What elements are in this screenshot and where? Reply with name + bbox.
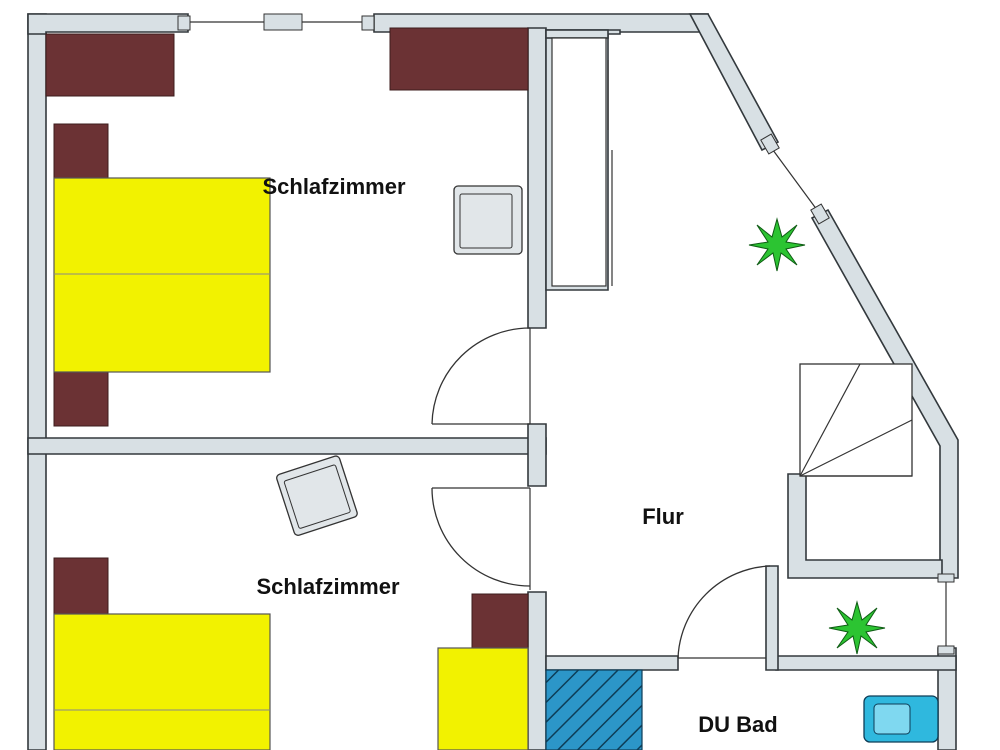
potted-plant-icon — [748, 217, 806, 272]
outer-wall-diagonal-upper — [688, 13, 780, 152]
bathroom-wall-top — [545, 655, 679, 671]
bedroom2-right-wall — [527, 591, 547, 750]
walls — [27, 13, 959, 750]
outer-wall-left — [27, 13, 47, 750]
nightstand-bottom-1 — [53, 557, 109, 615]
dresser-top-left — [45, 33, 175, 97]
stair-wall — [787, 473, 943, 579]
room-label-bedroom-bottom: Schlafzimmer — [256, 574, 399, 599]
closet-interior — [551, 37, 607, 287]
bathroom-fixtures — [545, 669, 939, 750]
armchair-icon — [453, 185, 523, 255]
nightstand-bottom-2 — [471, 593, 529, 649]
single-bed-bottom — [437, 647, 529, 750]
nightstand-top-2 — [53, 371, 109, 427]
bathroom-wall-top-right — [775, 655, 957, 671]
door-bedroom-bottom — [431, 487, 531, 587]
closet-top-shelf — [545, 29, 609, 39]
double-bed-bottom — [53, 613, 271, 750]
room-label-bathroom: DU Bad — [698, 712, 777, 737]
bedroom-bottom-furniture — [53, 455, 529, 750]
closet-wall-left — [527, 27, 547, 329]
door-bedroom-top — [431, 327, 531, 425]
washbasin-icon — [863, 695, 939, 743]
outer-wall-diagonal-lower — [810, 208, 959, 579]
wall-between-bedrooms — [27, 437, 547, 455]
shower-tray-icon — [545, 669, 643, 750]
dresser-top-right — [389, 27, 529, 91]
armchair-icon — [276, 455, 358, 536]
double-bed-top — [53, 177, 271, 373]
bath-partition-wall — [765, 565, 779, 671]
outer-wall-top-left — [27, 13, 189, 35]
door-bathroom — [677, 565, 771, 659]
bedroom-top-furniture — [45, 27, 529, 427]
bedroom1-right-wall-lower — [527, 423, 547, 487]
room-label-hall: Flur — [642, 504, 684, 529]
room-label-bedroom-top: Schlafzimmer — [262, 174, 405, 199]
windows — [177, 13, 955, 655]
potted-plant-icon — [828, 600, 886, 655]
staircase-icon — [799, 363, 913, 477]
doors — [431, 327, 771, 659]
nightstand-top-1 — [53, 123, 109, 179]
